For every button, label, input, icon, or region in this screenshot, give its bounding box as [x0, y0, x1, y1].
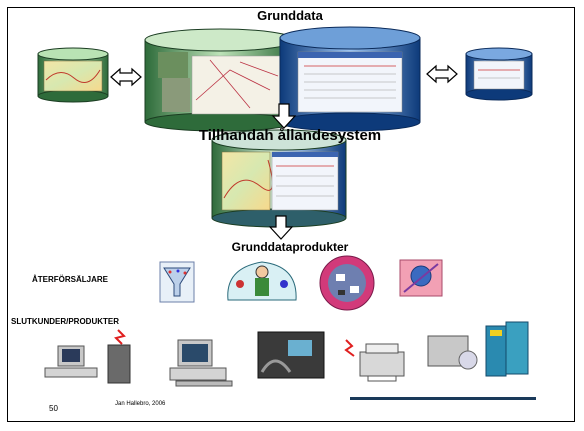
books-icon — [427, 321, 529, 377]
double-arrow-icon — [426, 64, 458, 84]
computer-tower-icon — [44, 329, 131, 384]
funnel-clipart-icon — [159, 261, 195, 303]
diagram-title: Grunddata — [257, 8, 323, 23]
people-clipart-icon — [227, 261, 297, 301]
grunddata-map-cylinder — [144, 28, 296, 132]
resellers-label: ÅTERFÖRSÄLJARE — [32, 275, 109, 284]
grunddata-system-cylinder — [279, 26, 421, 132]
left-database-cylinder — [37, 47, 109, 103]
page-number: 50 — [49, 404, 58, 413]
network-clipart-icon — [319, 255, 375, 311]
globe-clipart-icon — [399, 259, 443, 297]
right-database-cylinder — [465, 47, 533, 101]
down-arrow-icon — [271, 103, 297, 129]
car-navigation-icon — [257, 331, 325, 379]
desktop-computer-icon — [169, 339, 233, 387]
printer-icon — [344, 339, 405, 382]
down-arrow-icon — [268, 215, 294, 240]
barcode-strip — [350, 397, 536, 400]
products-label: Grunddataprodukter — [231, 240, 349, 254]
slide-frame — [7, 7, 575, 422]
end-customers-label: SLUTKUNDER/PRODUKTER — [11, 317, 119, 326]
author-credit: Jan Hallebro, 2006 — [115, 401, 166, 407]
system-label: Tillhandah ållandesystem — [198, 127, 382, 144]
tillhandahallande-system-cylinder — [211, 129, 347, 228]
double-arrow-icon — [110, 67, 142, 87]
